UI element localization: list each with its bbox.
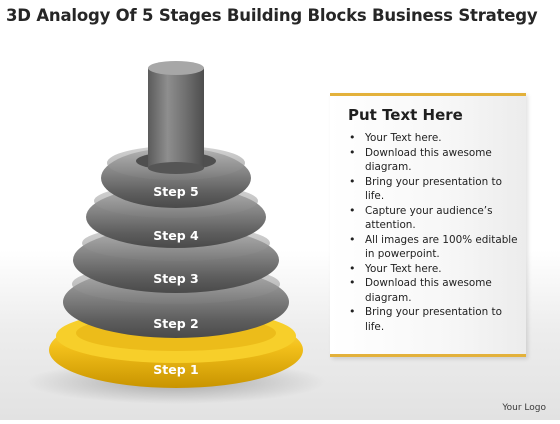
text-panel: Put Text Here Your Text here. Download t… [330,93,526,357]
bullet-item: Capture your audience’s attention. [346,204,524,233]
center-pole [148,61,204,174]
bullet-item: Your Text here. [346,262,524,277]
logo-text: Your Logo [502,403,546,413]
bullet-item: Download this awesome diagram. [346,146,524,175]
bullet-item: Download this awesome diagram. [346,276,524,305]
bullet-item: Bring your presentation to life. [346,305,524,334]
bullet-item: Your Text here. [346,131,524,146]
ring-stack-diagram: Step 5 Step 4 Step 3 Step 2 Step 1 [26,61,326,404]
bullet-list: Your Text here. Download this awesome di… [346,131,524,334]
stage-label-2: Step 2 [153,316,199,331]
stage-label-3: Step 3 [153,271,199,286]
panel-title: Put Text Here [348,106,463,124]
stage-label-4: Step 4 [153,228,199,243]
stage-label-5: Step 5 [153,184,199,199]
stage-label-1: Step 1 [153,362,199,377]
ring-stack-graphic [26,61,326,404]
bullet-item: All images are 100% editable in powerpoi… [346,233,524,262]
bullet-item: Bring your presentation to life. [346,175,524,204]
page-title: 3D Analogy Of 5 Stages Building Blocks B… [6,6,538,25]
